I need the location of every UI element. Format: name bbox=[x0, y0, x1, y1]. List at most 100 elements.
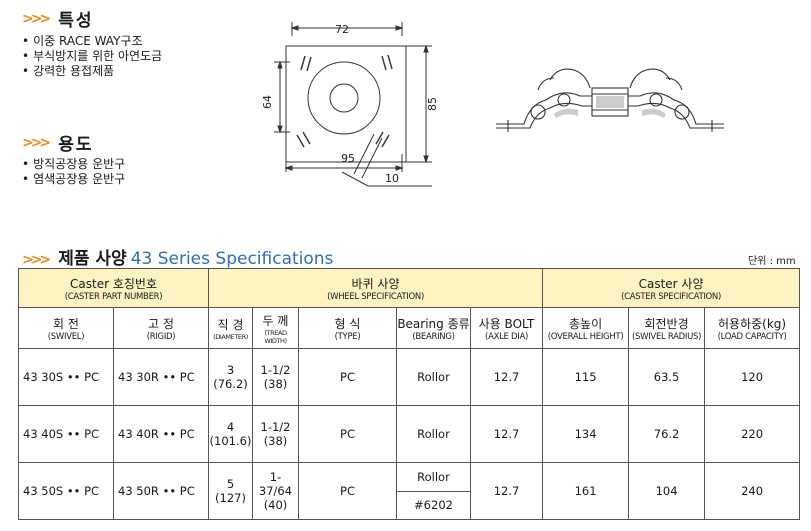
col-type-ko: 형 식 bbox=[334, 316, 361, 331]
tread-cell: 1-1/2(38) bbox=[252, 348, 299, 406]
chevrons-icon: >>> bbox=[22, 134, 51, 151]
col-type-en: (TYPE) bbox=[334, 331, 361, 342]
col-bearing-header: Bearing 종류(BEARING) bbox=[396, 307, 471, 349]
type-cell: PC bbox=[298, 462, 397, 520]
bearing-cell: Rollor bbox=[396, 348, 471, 406]
col-load-ko: 허용하중(kg) bbox=[718, 316, 787, 331]
col-swivel-ko: 회 전 bbox=[53, 316, 79, 331]
group-part-header: Caster 호칭번호 (CASTER PART NUMBER) bbox=[18, 268, 209, 308]
table-row: 43 50S •• PC 43 50R •• PC 5(127) 1-37/64… bbox=[18, 462, 801, 520]
features-heading: >>> 특성 bbox=[22, 6, 94, 32]
col-axle-header: 사용 BOLT(AXLE DIA) bbox=[469, 307, 544, 349]
group-wheel-header: 바퀴 사양 (WHEEL SPECIFICATION) bbox=[207, 268, 544, 308]
list-item: 부식방지를 위한 아연도금 bbox=[22, 49, 162, 64]
table-row: 43 30S •• PC 43 30R •• PC 3(76.2) 1-1/2(… bbox=[18, 348, 801, 406]
col-load-header: 허용하중(kg)(LOAD CAPACITY) bbox=[704, 307, 801, 349]
height-cell: 161 bbox=[542, 462, 630, 520]
chevrons-icon: >>> bbox=[22, 252, 51, 268]
bearing-cell: Rollor #6202 bbox=[396, 462, 471, 520]
col-tread-header: 두 께(TREAD WIDTH) bbox=[252, 307, 299, 349]
swivel-part-number: 43 50S •• PC bbox=[18, 462, 114, 520]
swivel-part-number: 43 40S •• PC bbox=[18, 405, 114, 463]
dim-slot-label: 10 bbox=[385, 172, 399, 185]
radius-cell: 76.2 bbox=[628, 405, 706, 463]
tread-cell: 1-37/64(40) bbox=[252, 462, 299, 520]
list-item: 강력한 용접제품 bbox=[22, 64, 162, 79]
group-wheel-en: (WHEEL SPECIFICATION) bbox=[327, 291, 424, 302]
features-list: 이중 RACE WAY구조 부식방지를 위한 아연도금 강력한 용접제품 bbox=[22, 34, 162, 79]
type-cell: PC bbox=[298, 405, 397, 463]
rigid-part-number: 43 30R •• PC bbox=[113, 348, 209, 406]
chevrons-icon: >>> bbox=[22, 10, 51, 27]
dim-bottom-label: 95 bbox=[341, 152, 355, 165]
tread-fraction: 37/64 bbox=[258, 484, 293, 498]
diameter-mm: (101.6) bbox=[209, 434, 252, 448]
col-diameter-header: 직 경(DIAMETER) bbox=[208, 307, 253, 349]
uses-title: 용도 bbox=[58, 135, 94, 155]
col-diameter-en: (DIAMETER) bbox=[213, 332, 248, 341]
dim-left-label: 64 bbox=[261, 95, 274, 109]
col-axle-ko: 사용 BOLT bbox=[478, 316, 535, 331]
col-height-en: (OVERALL HEIGHT) bbox=[547, 331, 624, 342]
col-diameter-ko: 직 경 bbox=[217, 317, 244, 332]
group-caster-header: Caster 사양 (CASTER SPECIFICATION) bbox=[542, 268, 801, 308]
raceway-cross-section-drawing bbox=[496, 68, 724, 132]
load-cell: 240 bbox=[704, 462, 801, 520]
tread-cell: 1-1/2(38) bbox=[252, 405, 299, 463]
uses-list: 방직공장용 운반구 염색공장용 운반구 bbox=[22, 157, 125, 187]
col-radius-en: (SWIVEL RADIUS) bbox=[632, 331, 702, 342]
header-row-columns: 회 전(SWIVEL) 고 정(RIGID) 직 경(DIAMETER) 두 께… bbox=[18, 307, 801, 349]
group-wheel-ko: 바퀴 사양 bbox=[351, 276, 400, 291]
col-rigid-en: (RIGID) bbox=[146, 331, 176, 342]
col-rigid-header: 고 정(RIGID) bbox=[113, 307, 209, 349]
bearing-number: #6202 bbox=[414, 498, 453, 512]
group-caster-ko: Caster 사양 bbox=[638, 276, 704, 291]
col-bearing-en: (BEARING) bbox=[412, 331, 455, 342]
list-item: 이중 RACE WAY구조 bbox=[22, 34, 162, 49]
dim-top-label: 72 bbox=[335, 23, 349, 36]
swivel-part-number: 43 30S •• PC bbox=[18, 348, 114, 406]
col-load-en: (LOAD CAPACITY) bbox=[717, 331, 787, 342]
spec-heading: >>> 제품 사양 43 Series Specifications bbox=[22, 244, 333, 269]
col-height-ko: 총높이 bbox=[569, 316, 603, 331]
col-height-header: 총높이(OVERALL HEIGHT) bbox=[542, 307, 630, 349]
top-plate-drawing: 72 64 85 95 10 bbox=[261, 22, 439, 187]
col-tread-en: (TREAD WIDTH) bbox=[264, 328, 287, 345]
diameter-mm: (76.2) bbox=[213, 377, 248, 391]
load-cell: 120 bbox=[704, 348, 801, 406]
diameter-inch: 3 bbox=[226, 363, 235, 377]
diameter-cell: 4(101.6) bbox=[208, 405, 253, 463]
tread-mm: (40) bbox=[263, 498, 288, 512]
group-part-en: (CASTER PART NUMBER) bbox=[64, 291, 163, 302]
type-cell: PC bbox=[298, 348, 397, 406]
axle-cell: 12.7 bbox=[469, 462, 544, 520]
diameter-inch: 5 bbox=[226, 477, 235, 491]
dim-right-label: 85 bbox=[426, 97, 439, 111]
col-swivel-en: (SWIVEL) bbox=[47, 331, 85, 342]
features-title: 특성 bbox=[58, 11, 94, 31]
spec-title-korean: 제품 사양 bbox=[58, 249, 127, 269]
axle-cell: 12.7 bbox=[469, 348, 544, 406]
radius-cell: 63.5 bbox=[628, 348, 706, 406]
unit-label: 단위 : mm bbox=[748, 256, 796, 267]
tread-inch: 1-1/2 bbox=[260, 420, 291, 434]
tread-mm: (38) bbox=[263, 434, 288, 448]
rigid-part-number: 43 40R •• PC bbox=[113, 405, 209, 463]
uses-heading: >>> 용도 bbox=[22, 130, 94, 156]
diameter-cell: 5(127) bbox=[208, 462, 253, 520]
diameter-inch: 4 bbox=[226, 420, 235, 434]
load-cell: 220 bbox=[704, 405, 801, 463]
axle-cell: 12.7 bbox=[469, 405, 544, 463]
radius-cell: 104 bbox=[628, 462, 706, 520]
col-bearing-ko: Bearing 종류 bbox=[397, 316, 470, 331]
spec-table: Caster 호칭번호 (CASTER PART NUMBER) 바퀴 사양 (… bbox=[18, 268, 801, 520]
col-type-header: 형 식(TYPE) bbox=[298, 307, 397, 349]
header-row-groups: Caster 호칭번호 (CASTER PART NUMBER) 바퀴 사양 (… bbox=[18, 268, 801, 308]
tread-inch: 1-1/2 bbox=[260, 363, 291, 377]
list-item: 방직공장용 운반구 bbox=[22, 157, 125, 172]
col-rigid-ko: 고 정 bbox=[148, 316, 174, 331]
tread-inch: 1- bbox=[269, 470, 282, 484]
height-cell: 115 bbox=[542, 348, 630, 406]
col-radius-ko: 회전반경 bbox=[644, 316, 689, 331]
group-caster-en: (CASTER SPECIFICATION) bbox=[621, 291, 722, 302]
